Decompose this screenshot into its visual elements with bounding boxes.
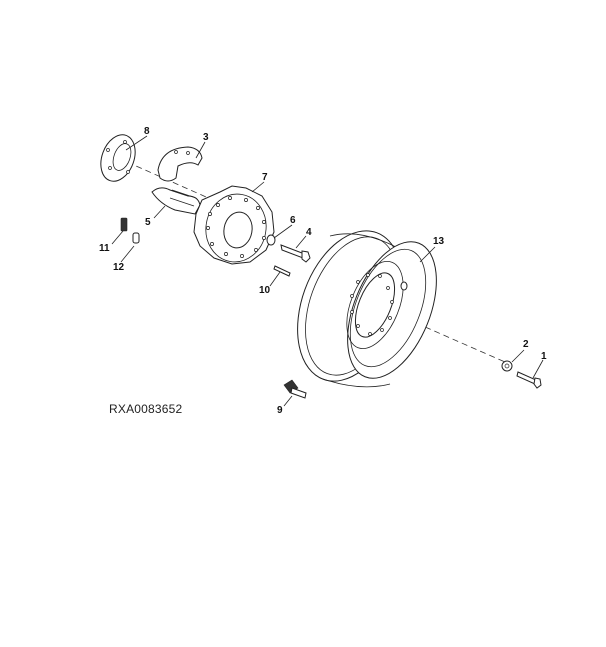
callout-7: 7: [262, 172, 268, 183]
callout-9: 9: [277, 405, 283, 416]
wheel-rim-part: [297, 230, 437, 388]
callout-3: 3: [203, 132, 209, 143]
spring-part: [120, 217, 128, 232]
washer-6-part: [266, 234, 276, 246]
figure-id-label: RXA0083652: [109, 402, 183, 416]
bolt-part: [280, 244, 311, 263]
callout-1: 1: [541, 351, 547, 362]
callout-5: 5: [145, 217, 151, 228]
callout-4: 4: [306, 227, 312, 238]
pin-part: [273, 265, 291, 277]
assembly-centerline-right: [415, 322, 506, 363]
callout-13: 13: [433, 236, 445, 247]
spacer-part: [132, 232, 140, 244]
retaining-plate-part: [100, 134, 136, 182]
upper-weight-half-part: [157, 146, 203, 182]
valve-stem-part: [283, 379, 307, 399]
callout-10: 10: [259, 285, 271, 296]
callout-6: 6: [290, 215, 296, 226]
callout-12: 12: [113, 262, 125, 273]
hub-weight-part: [193, 185, 275, 265]
callout-11: 11: [99, 243, 110, 254]
cap-screw-part: [516, 371, 542, 389]
callout-8: 8: [144, 126, 150, 137]
callout-2: 2: [523, 339, 529, 350]
lower-weight-half-part: [151, 187, 201, 215]
